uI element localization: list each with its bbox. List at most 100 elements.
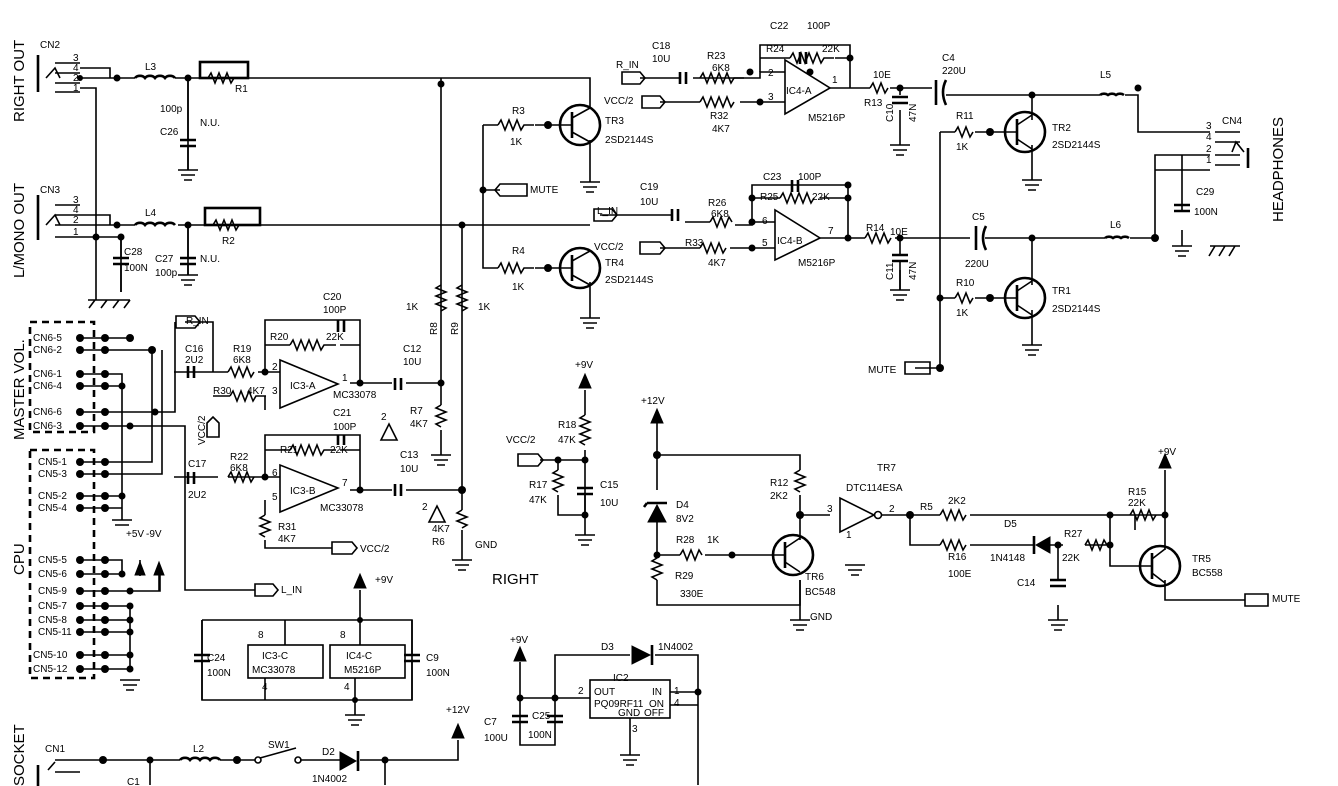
r3-name: R3	[512, 106, 525, 117]
cn6-box	[28, 320, 96, 434]
c15-name: C15	[600, 480, 619, 491]
r6-name: R6	[432, 537, 445, 548]
cn5-12: CN5-12	[33, 664, 68, 675]
tr7-name: TR7	[877, 463, 896, 474]
p12v-socket: +12V	[446, 705, 470, 716]
d5-name: D5	[1004, 519, 1017, 530]
ic2-pin4: 4	[674, 698, 680, 709]
r5-value: 2K2	[948, 496, 966, 507]
wires	[80, 44, 1245, 785]
r20-name: R20	[270, 332, 289, 343]
r9-name: R9	[450, 322, 461, 335]
tr7-type: DTC114ESA	[846, 483, 903, 494]
cn3-label: CN3	[40, 185, 60, 196]
l3-label: L3	[145, 62, 157, 73]
r8-value: 1K	[406, 302, 419, 313]
c7-value: 100U	[484, 733, 508, 744]
r28-name: R28	[676, 535, 695, 546]
ic4b-pin7: 7	[828, 226, 834, 237]
r14-name: R14	[866, 223, 885, 234]
vcc2-ic4a: VCC/2	[604, 96, 634, 107]
cn5-6: CN5-6	[38, 569, 67, 580]
r12-name: R12	[770, 478, 789, 489]
r21-name: R21	[280, 445, 299, 456]
ic3a-type: MC33078	[333, 390, 377, 401]
cn6-3: CN6-3	[33, 421, 62, 432]
ic2-off: OFF	[644, 708, 664, 719]
r16-name: R16	[948, 552, 967, 563]
cn6-4: CN6-4	[33, 381, 62, 392]
c25-value: 100N	[528, 730, 552, 741]
cn4-label: CN4	[1222, 116, 1242, 127]
c9-value: 100N	[426, 668, 450, 679]
r14-value: 10E	[890, 227, 908, 238]
capacitors	[113, 52, 1190, 724]
r11-name: R11	[956, 111, 974, 122]
ic2-pin1: 1	[674, 686, 680, 697]
tr7-pin3: 3	[827, 504, 833, 515]
mute-net-2: MUTE	[868, 365, 897, 376]
c1-name: C1	[127, 777, 140, 786]
tr2-type: 2SD2144S	[1052, 140, 1101, 151]
r23-value: 6K8	[712, 63, 730, 74]
r6-value: 4K7	[432, 524, 450, 535]
cn5-9: CN5-9	[38, 586, 67, 597]
ic3c-pin8: 8	[258, 630, 264, 641]
c19-value: 10U	[640, 197, 658, 208]
ic3c-type: MC33078	[252, 665, 296, 676]
c27-nu: N.U.	[200, 254, 220, 265]
headphones-label: HEADPHONES	[1270, 117, 1287, 222]
cpu-label: CPU	[11, 543, 28, 575]
sw1-label: SW1	[268, 740, 290, 751]
r31-name: R31	[278, 522, 297, 533]
labels: RIGHT OUT L/MONO OUT MASTER VOL. CPU SOC…	[11, 21, 1301, 786]
c25-name: C25	[532, 711, 551, 722]
ic4b-type: M5216P	[798, 258, 836, 269]
r26-value: 6K8	[711, 209, 729, 220]
tr5-name: TR5	[1192, 554, 1211, 565]
pin-4: 4	[73, 205, 79, 216]
ic2-type: PQ09RF11	[594, 699, 644, 710]
p12v-d4: +12V	[641, 396, 665, 407]
c23-value: 100P	[798, 172, 822, 183]
ic3a-pin1: 1	[342, 373, 348, 384]
op-amps	[247, 58, 883, 719]
r22-value: 6K8	[230, 463, 248, 474]
cn6-5: CN6-5	[33, 333, 62, 344]
cn5-11: CN5-11	[38, 627, 72, 638]
pin-2: 2	[1206, 144, 1212, 155]
c13-value: 10U	[400, 464, 418, 475]
vcc2-left: VCC/2	[197, 415, 208, 445]
gnd-tr6: GND	[810, 612, 832, 623]
cn5-box	[28, 448, 96, 680]
r9-value: 1K	[478, 302, 491, 313]
gnd-label: GND	[475, 540, 497, 551]
ic2-pin2: 2	[578, 686, 584, 697]
vcc2-bottom: VCC/2	[360, 544, 390, 555]
r33-value: 4K7	[708, 258, 726, 269]
ground-symbols	[88, 144, 1240, 766]
r13-name: R13	[864, 98, 883, 109]
r23-name: R23	[707, 51, 726, 62]
l-in-net: L_IN	[281, 585, 302, 596]
p9v-tr5: +9V	[1158, 447, 1176, 458]
r15-value: 22K	[1128, 498, 1146, 509]
tr4-type: 2SD2144S	[605, 275, 654, 286]
n9v-label: -9V	[146, 529, 162, 540]
d2-name: D2	[322, 747, 335, 758]
ic2-gnd: GND	[618, 708, 640, 719]
r10-value: 1K	[956, 308, 969, 319]
d3-value: 1N4002	[658, 642, 693, 653]
cn5-2: CN5-2	[38, 491, 67, 502]
ic4b-name: IC4-B	[777, 236, 803, 247]
net-flags	[175, 71, 1269, 607]
c20-value: 100P	[323, 305, 347, 316]
c21-name: C21	[333, 408, 352, 419]
pin-2: 2	[73, 215, 79, 226]
mute-net-3: MUTE	[1272, 594, 1301, 605]
c18-value: 10U	[652, 54, 670, 65]
c22-value: 100P	[807, 21, 831, 32]
c17-value: 2U2	[188, 490, 207, 501]
r17-value: 47K	[529, 495, 547, 506]
r31-value: 4K7	[278, 534, 296, 545]
